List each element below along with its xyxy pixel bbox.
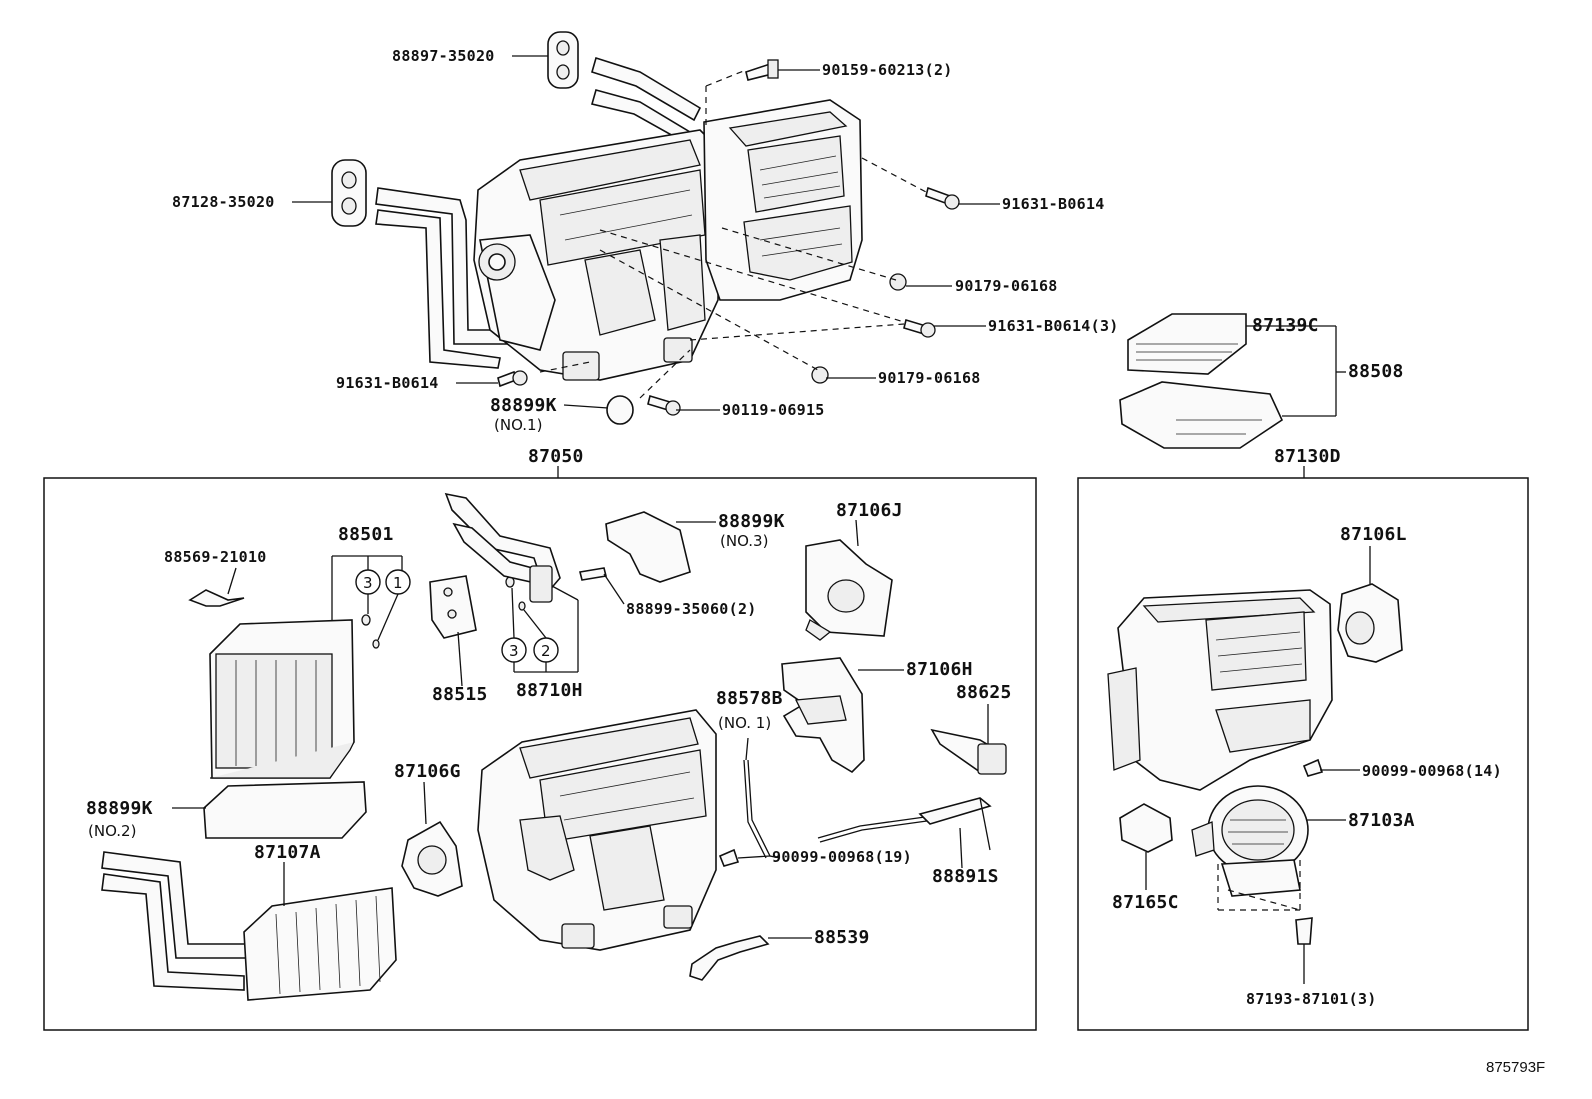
filter-case: [1119, 381, 1284, 449]
label-88899k-no2: 88899K: [86, 798, 153, 819]
heater-pipes-top: [375, 56, 702, 369]
grommet-88897: [547, 31, 579, 89]
screw-90099-19: [718, 848, 740, 867]
label-88569-21010: 88569-21010: [164, 548, 267, 566]
hose-88539: [689, 935, 770, 981]
label-90179-06168-a: 90179-06168: [955, 277, 1058, 295]
label-group-87130d: 87130D: [1274, 446, 1341, 467]
grommet-87128: [331, 159, 367, 227]
screw-91631-3: [903, 318, 936, 338]
diagram-ref-code: 875793F: [1486, 1059, 1545, 1076]
label-90099-00968-19: 90099-00968(19): [772, 848, 912, 866]
label-87106j: 87106J: [836, 500, 903, 521]
bracket-87106h: [781, 657, 865, 774]
label-87106l: 87106L: [1340, 524, 1407, 545]
clip-88569: [188, 589, 245, 607]
bolt-90119: [647, 394, 681, 416]
group-box-87130d: [1077, 477, 1529, 1031]
screw-91631-b: [497, 370, 528, 388]
callout-2: 2: [541, 642, 551, 660]
insulator-88899k-no3: [605, 511, 691, 583]
label-88508: 88508: [1348, 361, 1404, 382]
main-hvac-housing: [473, 129, 721, 381]
servo-87106g: [401, 820, 463, 897]
label-87165c: 87165C: [1112, 892, 1179, 913]
evaporator-88501: [209, 619, 355, 779]
callout-1: 1: [393, 574, 403, 592]
screw-91631-a: [925, 186, 960, 210]
label-87139c: 87139C: [1252, 315, 1319, 336]
label-88891s: 88891S: [932, 866, 999, 887]
sensor-88578b: [743, 759, 781, 859]
filter-87139c: [1127, 313, 1247, 375]
screw-88899-35060: [579, 567, 607, 581]
screw-90099-14: [1302, 758, 1324, 777]
label-88625: 88625: [956, 682, 1012, 703]
label-87106g: 87106G: [394, 761, 461, 782]
label-88578b-sub: (NO. 1): [718, 714, 771, 732]
label-91631-b0614-a: 91631-B0614: [1002, 195, 1105, 213]
label-87193-87101: 87193-87101(3): [1246, 990, 1377, 1008]
label-90119-06915: 90119-06915: [722, 401, 825, 419]
group-87130d-parts: [1107, 583, 1403, 945]
tube-88710h: [444, 492, 561, 603]
label-87107a: 87107A: [254, 842, 321, 863]
label-88578b: 88578B: [716, 688, 783, 709]
nut-90179-b: [811, 366, 829, 384]
group-87050-parts: 3 1 3 2: [101, 492, 1007, 1001]
expansion-valve-88515: [429, 575, 477, 639]
harness-88625: [930, 728, 1007, 775]
label-88899k-no1: 88899K: [490, 395, 557, 416]
blower-housing-top: [703, 99, 863, 301]
label-88539: 88539: [814, 927, 870, 948]
blower-case: [1107, 589, 1333, 791]
label-91631-b0614-3: 91631-B0614(3): [988, 317, 1119, 335]
label-91631-b0614-b: 91631-B0614: [336, 374, 439, 392]
label-90159-60213: 90159-60213(2): [822, 61, 953, 79]
label-87103a: 87103A: [1348, 810, 1415, 831]
label-87128-35020: 87128-35020: [172, 193, 275, 211]
group-87050-leaders: [172, 519, 989, 939]
servo-87106l: [1337, 583, 1403, 663]
label-88899k-no2-sub: (NO.2): [88, 822, 136, 840]
label-88501: 88501: [338, 524, 394, 545]
group-87130d-leaders: [1145, 546, 1371, 984]
label-88899k-no3: 88899K: [718, 511, 785, 532]
label-group-87050: 87050: [528, 446, 584, 467]
seal-88899k-no1: [606, 395, 634, 425]
label-88515: 88515: [432, 684, 488, 705]
heater-core-87107a: [101, 851, 397, 1001]
insulator-88899k-no2: [203, 781, 367, 839]
top-hvac-assembly: [331, 31, 1284, 449]
group-box-87050: [43, 477, 1037, 1031]
screw-87193: [1295, 917, 1313, 945]
label-87106h: 87106H: [906, 659, 973, 680]
label-88899k-no1-sub: (NO.1): [494, 416, 542, 434]
heater-case-lower: [477, 709, 717, 951]
servo-87106j: [805, 539, 893, 641]
label-88710h: 88710H: [516, 680, 583, 701]
label-88899k-no3-sub: (NO.3): [720, 532, 768, 550]
callout-3a: 3: [363, 574, 373, 592]
label-88897-35020: 88897-35020: [392, 47, 495, 65]
top-leader-lines: [292, 55, 1346, 478]
resistor-87165c: [1119, 803, 1173, 853]
part-labels: 88897-35020 90159-60213(2) 87128-35020 9…: [86, 47, 1545, 1076]
label-90179-06168-b: 90179-06168: [878, 369, 981, 387]
part-88891s: [918, 797, 992, 851]
label-88899-35060: 88899-35060(2): [626, 600, 757, 618]
label-90099-00968-14: 90099-00968(14): [1362, 762, 1502, 780]
callout-3b: 3: [509, 642, 519, 660]
nut-90179-a: [889, 273, 907, 291]
bolt-90159: [745, 59, 779, 81]
blower-motor-87103a: [1191, 785, 1309, 897]
